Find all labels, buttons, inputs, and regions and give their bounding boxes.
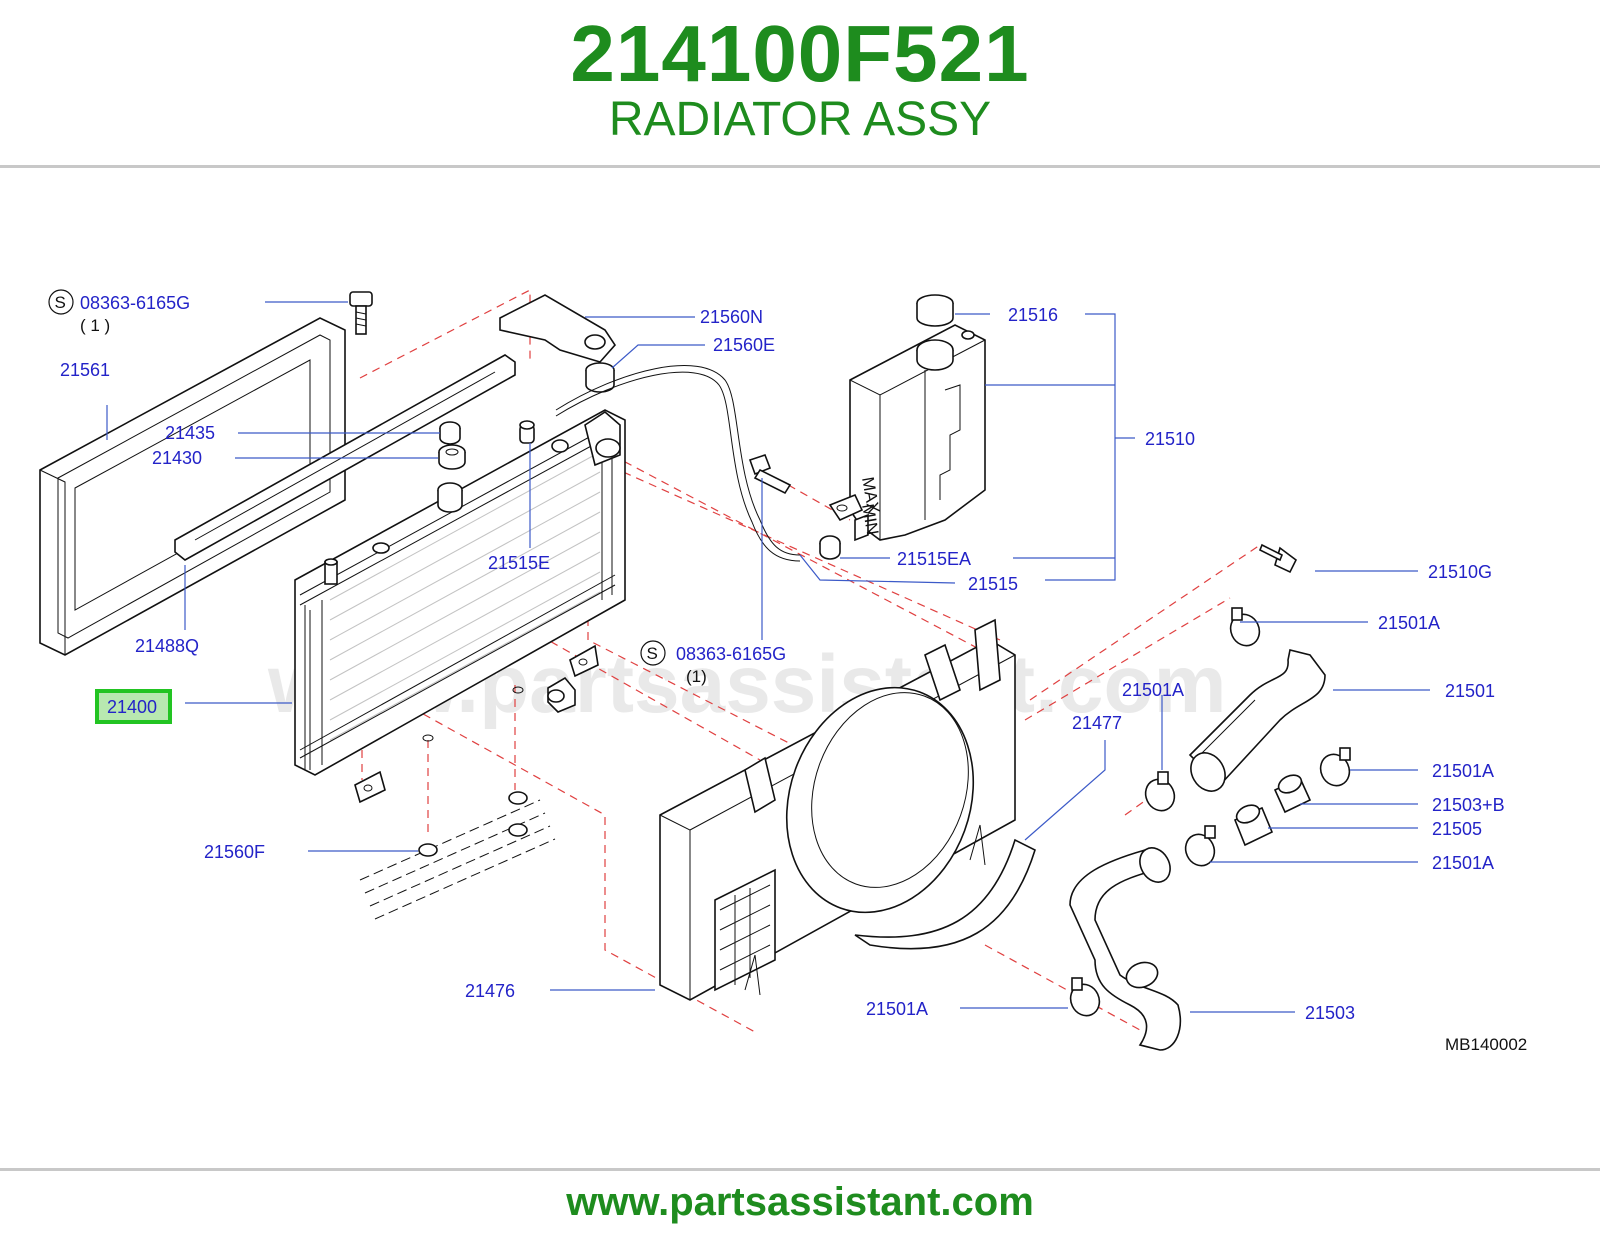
part-name-subtitle: RADIATOR ASSY [608,93,992,146]
header: 214100F521 RADIATOR ASSY [0,0,1600,168]
footer-divider [0,1168,1600,1171]
bolt-21510G [1258,543,1298,574]
callout-21501A-3[interactable]: 21501A [1432,761,1494,781]
callout-qty-mid: (1) [686,667,707,686]
footer-url-link[interactable]: www.partsassistant.com [566,1180,1034,1224]
bolt-top [349,291,373,335]
callout-21501A-4[interactable]: 21501A [1432,853,1494,873]
clamp-21501A-5 [1069,977,1101,1017]
bolt-middle [748,453,792,495]
callout-21515[interactable]: 21515 [968,574,1018,594]
clamp-21501A-3 [1319,747,1351,787]
reservoir-cap-21516 [916,294,954,327]
callout-21515EA[interactable]: 21515EA [897,549,971,569]
callout-21476[interactable]: 21476 [465,981,515,1001]
callout-21503B[interactable]: 21503+B [1432,795,1505,815]
grommet-21515EA [819,535,841,560]
callout-21560F[interactable]: 21560F [204,842,265,862]
hose-21515 [555,365,801,562]
callout-labels: S 08363-6165G ( 1 ) 21561 21435 21430 21… [48,289,1527,1054]
pipe-21505 [1233,804,1274,847]
callout-21430[interactable]: 21430 [152,448,202,468]
callout-21503[interactable]: 21503 [1305,1003,1355,1023]
clamp-21501A-2 [1144,771,1176,812]
standard-part-s-top: S [55,293,66,312]
callout-qty-top: ( 1 ) [80,316,110,335]
callout-21400[interactable]: 21400 [107,697,157,717]
lower-hose-21503 [1069,847,1182,1051]
callout-21516[interactable]: 21516 [1008,305,1058,325]
callout-08363-6165G-mid[interactable]: 08363-6165G [676,644,786,664]
header-divider [0,165,1600,168]
cap-21435 [439,421,461,445]
callout-21501A-1[interactable]: 21501A [1378,613,1440,633]
callout-08363-6165G-top[interactable]: 08363-6165G [80,293,190,313]
diagram-code: MB140002 [1445,1035,1527,1054]
fan-shroud-21476 [659,618,1016,1001]
callout-21477[interactable]: 21477 [1072,713,1122,733]
clamp-21501A-4 [1184,825,1216,867]
highlighted-part-box [95,689,172,724]
exploded-view-svg: www.partsassistant.com [39,289,1527,1054]
cap-21430 [438,444,466,470]
standard-part-mark [48,289,74,315]
fan-guard-21477 [854,838,1036,950]
callout-21435[interactable]: 21435 [165,423,215,443]
pipe-21503B [1273,774,1312,814]
standard-part-mark-mid [640,640,666,666]
callout-21501A-5[interactable]: 21501A [866,999,928,1019]
lower-mount-21560F [359,791,556,920]
standard-part-s-mid: S [647,644,658,663]
callout-21510G[interactable]: 21510G [1428,562,1492,582]
radiator-21400 [294,409,626,804]
callout-21488Q[interactable]: 21488Q [135,636,199,656]
callout-21561[interactable]: 21561 [60,360,110,380]
callout-21501A-2[interactable]: 21501A [1122,680,1184,700]
callout-21510[interactable]: 21510 [1145,429,1195,449]
rubber-21560E [585,362,615,393]
callout-21505[interactable]: 21505 [1432,819,1482,839]
reservoir-tank-21510: MAX MIN [828,324,986,542]
upper-hose-21501 [1188,649,1326,792]
clamp-21501A-1 [1229,607,1261,647]
callout-21501[interactable]: 21501 [1445,681,1495,701]
callout-21560E[interactable]: 21560E [713,335,775,355]
callout-21560N[interactable]: 21560N [700,307,763,327]
callout-21515E[interactable]: 21515E [488,553,550,573]
bracket-21560N [499,294,617,363]
parts-diagram: www.partsassistant.com [0,170,1600,1168]
part-number-title: 214100F521 [570,9,1030,98]
frame-21561 [39,317,346,656]
leader-lines [106,301,1430,1013]
